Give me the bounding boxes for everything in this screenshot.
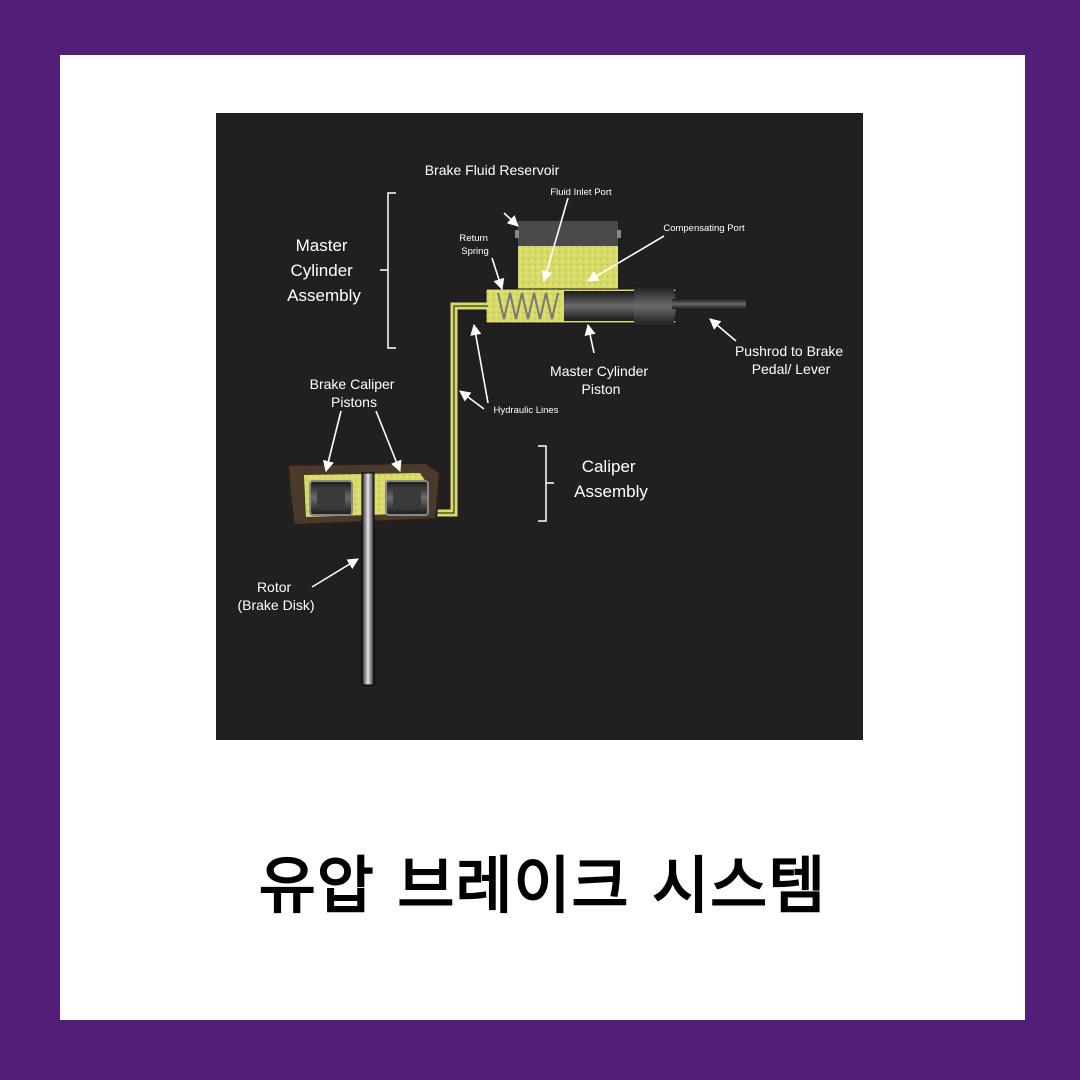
brake-fluid-reservoir [515, 221, 621, 291]
label-pushrod: Pushrod to Brake Pedal/ Lever [735, 343, 847, 377]
diagram-svg: Brake Fluid Reservoir Fluid Inlet Port C… [237, 162, 847, 686]
label-caliper-pistons: Brake Caliper Pistons [310, 376, 399, 410]
return-spring-coil [497, 292, 559, 320]
brake-system-diagram: Brake Fluid Reservoir Fluid Inlet Port C… [216, 113, 863, 740]
label-compensating-port: Compensating Port [663, 223, 745, 234]
master-cylinder [485, 285, 746, 327]
label-inlet-port: Fluid Inlet Port [550, 187, 612, 198]
label-reservoir: Brake Fluid Reservoir [425, 162, 560, 178]
label-rotor: Rotor (Brake Disk) [237, 579, 314, 613]
label-master-cylinder-piston: Master Cylinder Piston [550, 363, 652, 397]
label-arrows [311, 197, 737, 588]
card: Brake Fluid Reservoir Fluid Inlet Port C… [60, 55, 1025, 1020]
label-return-spring: Return Spring [459, 233, 490, 257]
master-cylinder-bracket [380, 192, 396, 349]
rotor-disk [361, 472, 375, 686]
caliper-assembly-bracket [538, 445, 554, 522]
label-master-cylinder-assembly: Master Cylinder Assembly [287, 236, 361, 305]
page-title: 유압 브레이크 시스템 [258, 849, 827, 922]
label-caliper-assembly: Caliper Assembly [574, 457, 648, 501]
label-hydraulic-lines: Hydraulic Lines [494, 405, 559, 416]
